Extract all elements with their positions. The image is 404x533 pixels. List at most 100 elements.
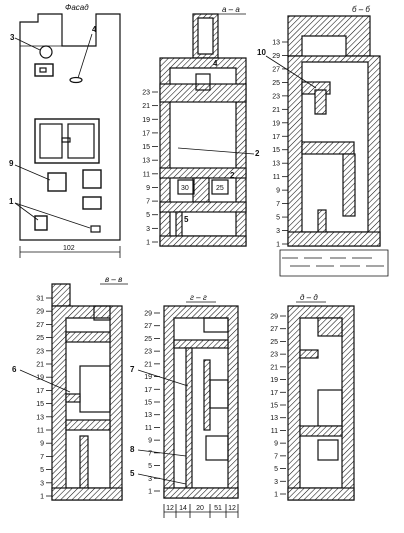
upper-door-left <box>34 63 54 77</box>
row-label-v-2: 27 <box>36 322 44 329</box>
section-v-title: в – в <box>105 275 122 284</box>
leader-a-2 <box>177 147 255 155</box>
row-label-b-10: 11 <box>273 174 280 181</box>
row-label-b-13: 5 <box>276 215 280 222</box>
section-a-upper-gap <box>195 73 211 91</box>
leader-facade-1b <box>14 202 91 229</box>
section-g-oven <box>209 379 229 409</box>
section-a-chimney <box>192 13 219 59</box>
section-g-base <box>163 487 239 499</box>
section-b-chimney <box>287 15 371 57</box>
facade-outline <box>19 13 121 241</box>
row-label-g-5: 19 <box>144 374 152 381</box>
row-label-v-8: 15 <box>36 401 44 408</box>
row-label-b-6: 19 <box>272 120 280 127</box>
facade-view: Фасад 102 3 4 9 1 <box>9 3 121 258</box>
row-label-v-15: 1 <box>40 494 44 501</box>
callout-v-6: 6 <box>12 365 17 374</box>
row-label-g-8: 13 <box>144 412 152 419</box>
row-label-a-8: 7 <box>146 199 150 206</box>
section-v-top-vent <box>93 305 111 321</box>
row-label-d-6: 17 <box>270 390 278 397</box>
leader-g-7 <box>137 369 189 387</box>
leader-facade-3 <box>14 37 41 51</box>
section-g-riser-1 <box>185 347 193 489</box>
row-label-a-7: 9 <box>146 185 150 192</box>
row-label-b-7: 17 <box>272 134 280 141</box>
section-d-top-block <box>317 317 343 337</box>
row-label-d-8: 13 <box>270 415 278 422</box>
row-label-a-11: 1 <box>146 240 150 247</box>
leader-g-5 <box>137 473 187 485</box>
row-label-g-10: 9 <box>148 438 152 445</box>
clean-out-plug <box>39 45 53 59</box>
row-label-g-1: 27 <box>144 323 152 330</box>
row-label-d-0: 29 <box>270 314 278 321</box>
section-b-grate-post <box>317 209 327 233</box>
section-g-title: г – г <box>190 293 207 302</box>
section-a-ash-wall <box>175 211 183 237</box>
section-v-inner-wall <box>79 435 89 489</box>
section-g-top-vent <box>203 317 229 333</box>
row-label-b-4: 23 <box>272 93 280 100</box>
leader-facade-4 <box>77 33 93 79</box>
section-a-box-label-30: 30 <box>181 185 189 192</box>
row-label-d-13: 3 <box>274 479 278 486</box>
hob-opening-frame <box>34 118 100 164</box>
row-label-b-12: 7 <box>276 201 280 208</box>
slot-vent <box>69 76 83 84</box>
ash-door <box>82 196 102 210</box>
row-label-v-6: 19 <box>36 375 44 382</box>
section-a-firebox-slab <box>159 201 247 213</box>
row-label-b-15: 1 <box>276 242 280 249</box>
row-label-d-3: 23 <box>270 352 278 359</box>
row-label-g-2: 25 <box>144 336 152 343</box>
callout-facade-4: 4 <box>92 25 97 34</box>
section-d-upper-shelf <box>299 349 319 359</box>
section-v-mid-slab <box>65 419 111 431</box>
section-v-oven <box>79 365 111 413</box>
row-label-v-12: 7 <box>40 454 44 461</box>
callout-facade-3: 3 <box>10 33 15 42</box>
callout-facade-1: 1 <box>9 197 14 206</box>
row-label-b-14: 3 <box>276 228 280 235</box>
row-label-b-8: 15 <box>272 147 280 154</box>
row-label-d-10: 9 <box>274 441 278 448</box>
row-label-g-0: 29 <box>144 311 152 318</box>
callout-a-5: 5 <box>184 215 189 224</box>
row-label-b-9: 13 <box>272 161 280 168</box>
row-label-v-3: 25 <box>36 335 44 342</box>
row-label-d-5: 19 <box>270 377 278 384</box>
row-label-b-5: 21 <box>272 107 280 114</box>
row-label-v-11: 9 <box>40 441 44 448</box>
dim-label-g-3: 51 <box>214 505 222 512</box>
row-label-d-12: 5 <box>274 466 278 473</box>
callout-facade-9: 9 <box>9 159 14 168</box>
row-label-v-5: 21 <box>36 362 44 369</box>
section-a-box-label-25: 25 <box>216 185 224 192</box>
section-b-riser <box>342 153 356 217</box>
row-label-g-4: 21 <box>144 361 152 368</box>
row-label-b-1: 29 <box>272 53 280 60</box>
section-a-box-25 <box>211 179 229 195</box>
section-v-shelf <box>65 393 81 403</box>
row-label-v-9: 13 <box>36 414 44 421</box>
row-label-v-10: 11 <box>37 428 44 435</box>
section-v-chimney <box>51 283 71 307</box>
leader-v-6 <box>19 369 71 393</box>
section-g-firebox <box>205 435 229 461</box>
row-label-g-12: 5 <box>148 463 152 470</box>
section-b-mid-baffle <box>301 141 355 155</box>
row-label-v-4: 23 <box>36 348 44 355</box>
section-d-title: д – д <box>300 293 318 302</box>
callout-b-10: 10 <box>257 48 266 57</box>
leader-facade-9 <box>14 164 51 181</box>
